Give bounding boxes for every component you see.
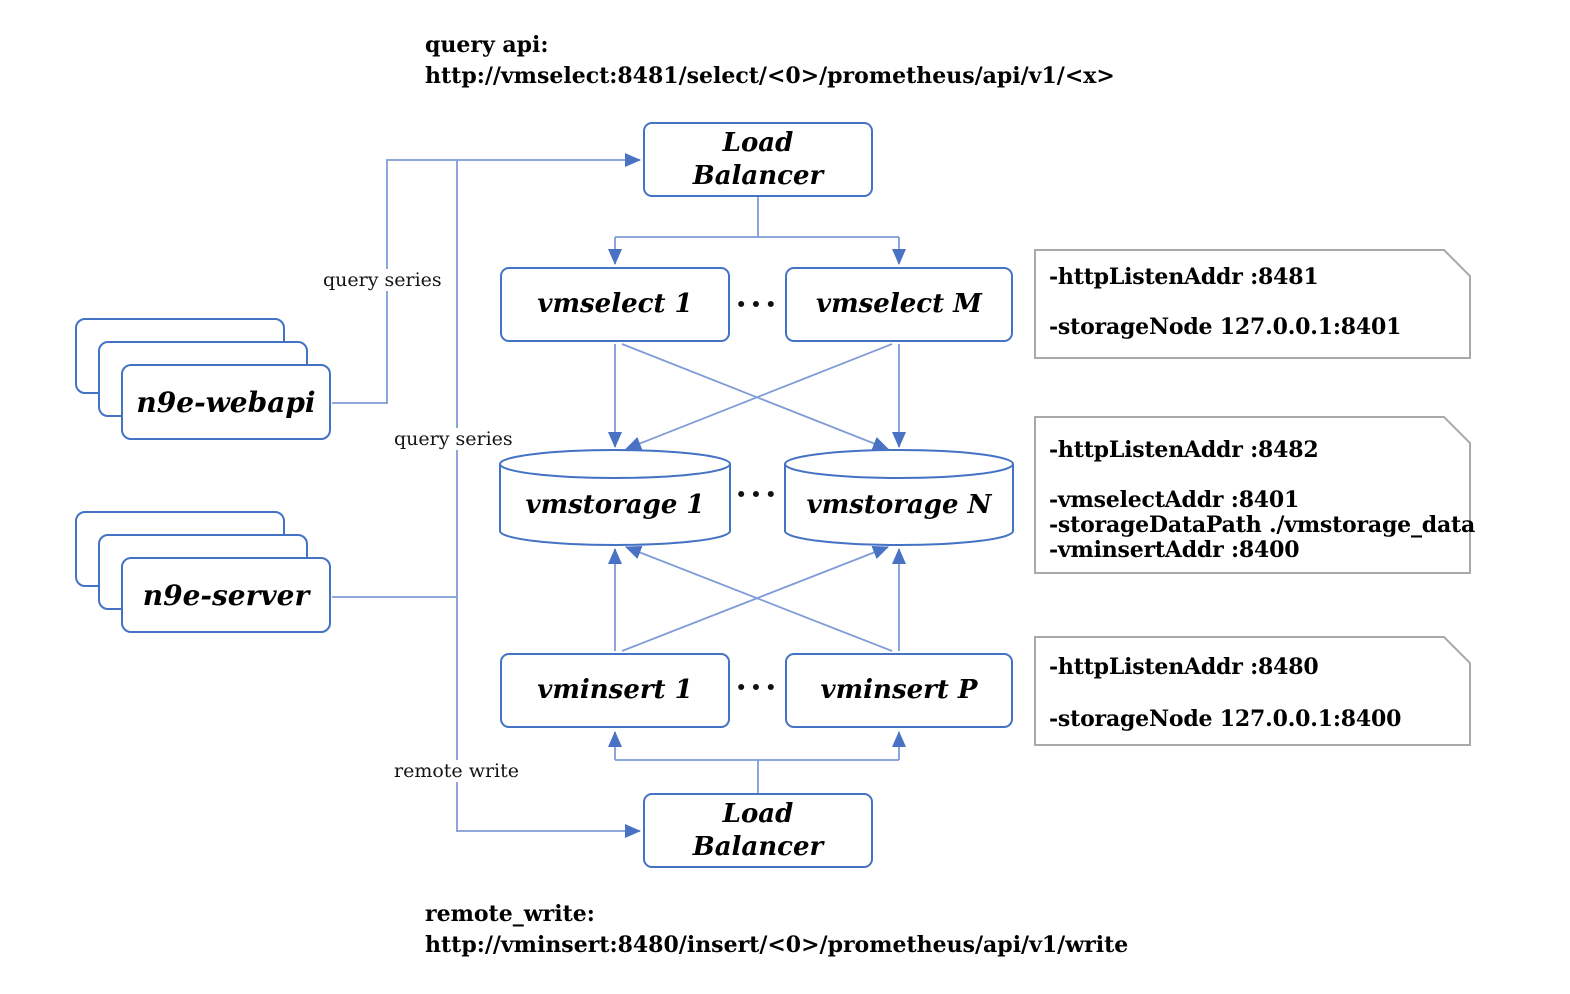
load-balancer-top-line2: Balancer (692, 160, 824, 191)
edges-lb-to-vmselect (608, 197, 906, 265)
vmstorage-n-node: vmstorage N (806, 490, 992, 520)
config-note-line (1049, 680, 1401, 706)
vmstorage-n-cylinder (784, 449, 1014, 546)
config-note-vmstorage: -httpListenAddr :8482 -vmselectAddr :840… (1049, 438, 1475, 563)
ellipsis-vmstorage: ••• (735, 485, 781, 505)
vmselect-m-label: vmselect M (816, 289, 982, 319)
load-balancer-top-line1: Load (722, 127, 794, 158)
n9e-webapi-node: n9e-webapi (121, 364, 331, 440)
edge-label-query-series-server: query series (391, 428, 516, 450)
config-note-line: -vminsertAddr :8400 (1049, 537, 1300, 563)
config-note-line: -httpListenAddr :8482 (1049, 437, 1319, 463)
load-balancer-bottom-node: Load Balancer (643, 793, 873, 868)
config-note-vminsert: -httpListenAddr :8480 -storageNode 127.0… (1049, 654, 1401, 732)
remote-write-annotation: remote_write: http://vminsert:8480/inser… (425, 899, 1128, 961)
n9e-server-label: n9e-server (142, 578, 310, 612)
vmstorage-1-cylinder (499, 449, 731, 546)
edge-label-remote-write: remote write (391, 760, 523, 782)
note-outlines (1034, 249, 1471, 746)
ellipsis-vminsert: ••• (735, 678, 781, 698)
note-outline-vmselect (1034, 249, 1471, 359)
config-note-line (1049, 463, 1475, 488)
note-outline-vminsert (1034, 636, 1471, 746)
n9e-webapi-label: n9e-webapi (136, 385, 316, 419)
ellipsis-vmselect: ••• (735, 295, 781, 315)
vminsert-1-label: vminsert 1 (537, 675, 693, 705)
query-api-annotation: query api: http://vmselect:8481/select/<… (425, 30, 1115, 92)
vmselect-1-node: vmselect 1 (500, 267, 730, 342)
edge-label-query-series-webapi: query series (320, 269, 445, 291)
config-note-line: -vmselectAddr :8401 (1049, 487, 1300, 513)
n9e-server-node: n9e-server (121, 557, 331, 633)
remote-write-url: http://vminsert:8480/insert/<0>/promethe… (425, 932, 1129, 958)
edges-lb-to-vminsert (608, 731, 906, 793)
config-note-line: -storageNode 127.0.0.1:8400 (1049, 706, 1402, 732)
load-balancer-top-node: Load Balancer (643, 122, 873, 197)
vminsert-p-node: vminsert P (785, 653, 1013, 728)
edges-vminsert-to-vmstorage (608, 545, 906, 652)
config-note-line: -storageNode 127.0.0.1:8401 (1049, 314, 1402, 340)
edge-server-to-lbs (332, 160, 641, 838)
load-balancer-bottom-line2: Balancer (692, 831, 824, 862)
query-api-url: http://vmselect:8481/select/<0>/promethe… (425, 63, 1115, 89)
edges-vmselect-to-vmstorage (608, 343, 906, 451)
vmstorage-1-node: vmstorage 1 (525, 490, 705, 520)
vminsert-1-node: vminsert 1 (500, 653, 730, 728)
load-balancer-bottom-line1: Load (722, 798, 794, 829)
config-note-vmselect: -httpListenAddr :8481 -storageNode 127.0… (1049, 265, 1401, 340)
config-note-line (1049, 290, 1401, 315)
vmselect-m-node: vmselect M (785, 267, 1013, 342)
config-note-line: -storageDataPath ./vmstorage_data (1049, 512, 1476, 538)
vminsert-p-label: vminsert P (820, 675, 978, 705)
query-api-label: query api: (425, 32, 549, 58)
remote-write-label: remote_write: (425, 901, 595, 927)
vmselect-1-label: vmselect 1 (537, 289, 693, 319)
note-outline-vmstorage (1034, 416, 1471, 574)
config-note-line: -httpListenAddr :8481 (1049, 264, 1319, 290)
config-note-line: -httpListenAddr :8480 (1049, 654, 1319, 680)
